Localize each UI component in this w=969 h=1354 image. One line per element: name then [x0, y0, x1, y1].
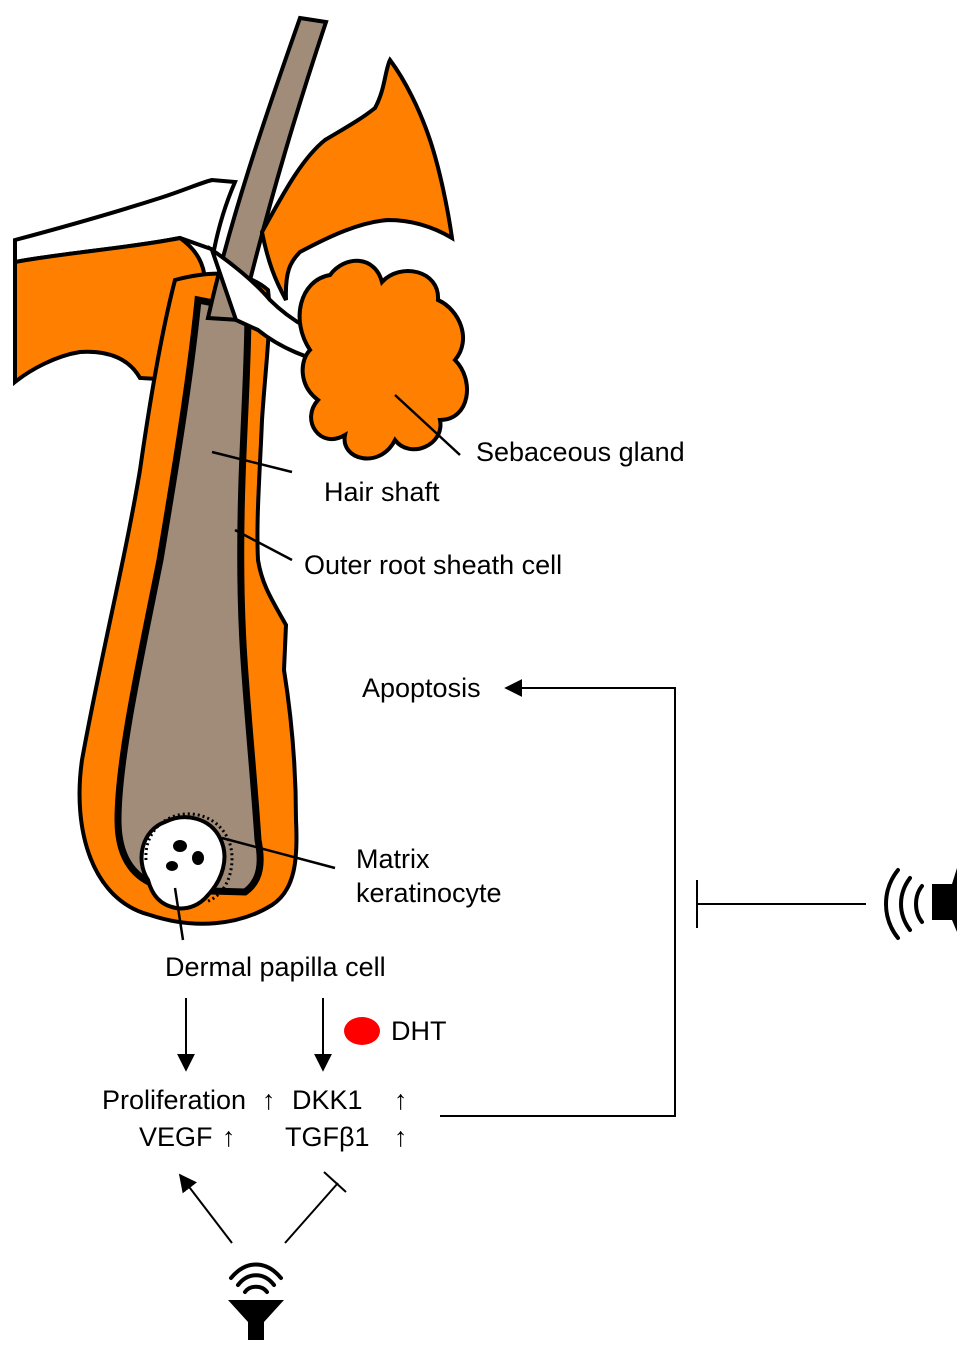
- matrix-ring: [144, 812, 234, 904]
- label-apoptosis: Apoptosis: [362, 673, 481, 703]
- leader-matrix: [221, 836, 336, 870]
- inhibit-source-to-tgfb1: [284, 1182, 339, 1244]
- label-dermal-papilla: Dermal papilla cell: [165, 952, 386, 982]
- pathway-arrows: [177, 679, 866, 1244]
- dht-marker: [344, 1017, 380, 1045]
- sebaceous-gland: [297, 258, 469, 461]
- inner-root-sheath: [114, 295, 264, 896]
- leader-hair-shaft: [211, 450, 293, 474]
- label-sebaceous-gland: Sebaceous gland: [476, 437, 685, 467]
- nucleus: [192, 851, 204, 865]
- leader-outer-root: [234, 528, 293, 562]
- dermis-right: [259, 56, 455, 301]
- label-dht: DHT: [391, 1016, 447, 1046]
- speaker-icon: [884, 868, 957, 940]
- inhibit-bar-bottom: [323, 1171, 347, 1193]
- label-hair-shaft: Hair shaft: [324, 477, 440, 507]
- leader-papilla: [173, 887, 185, 941]
- label-dkk1: DKK1: [292, 1085, 363, 1115]
- leader-lines: [173, 394, 461, 941]
- label-vegf: VEGF: [139, 1122, 213, 1152]
- tgfb1-up-arrow: ↑: [394, 1122, 408, 1152]
- nucleus: [166, 861, 178, 871]
- leader-sebaceous: [394, 394, 461, 456]
- follicle-illustration: [13, 15, 469, 926]
- nucleus: [173, 840, 187, 852]
- vegf-up-arrow: ↑: [222, 1122, 236, 1152]
- arrow-dkk1-to-apoptosis: [440, 679, 676, 1117]
- sound-emitter-icon: [228, 1262, 284, 1340]
- label-outer-root-sheath: Outer root sheath cell: [304, 550, 562, 580]
- proliferation-up-arrow: ↑: [262, 1085, 276, 1115]
- label-tgfb1: TGFβ1: [285, 1122, 370, 1152]
- arrow-source-to-proliferation: [178, 1173, 233, 1244]
- dkk1-up-arrow: ↑: [394, 1085, 408, 1115]
- label-matrix-line1: Matrix: [356, 844, 430, 874]
- label-proliferation: Proliferation: [102, 1085, 246, 1115]
- label-matrix-line2: keratinocyte: [356, 878, 502, 908]
